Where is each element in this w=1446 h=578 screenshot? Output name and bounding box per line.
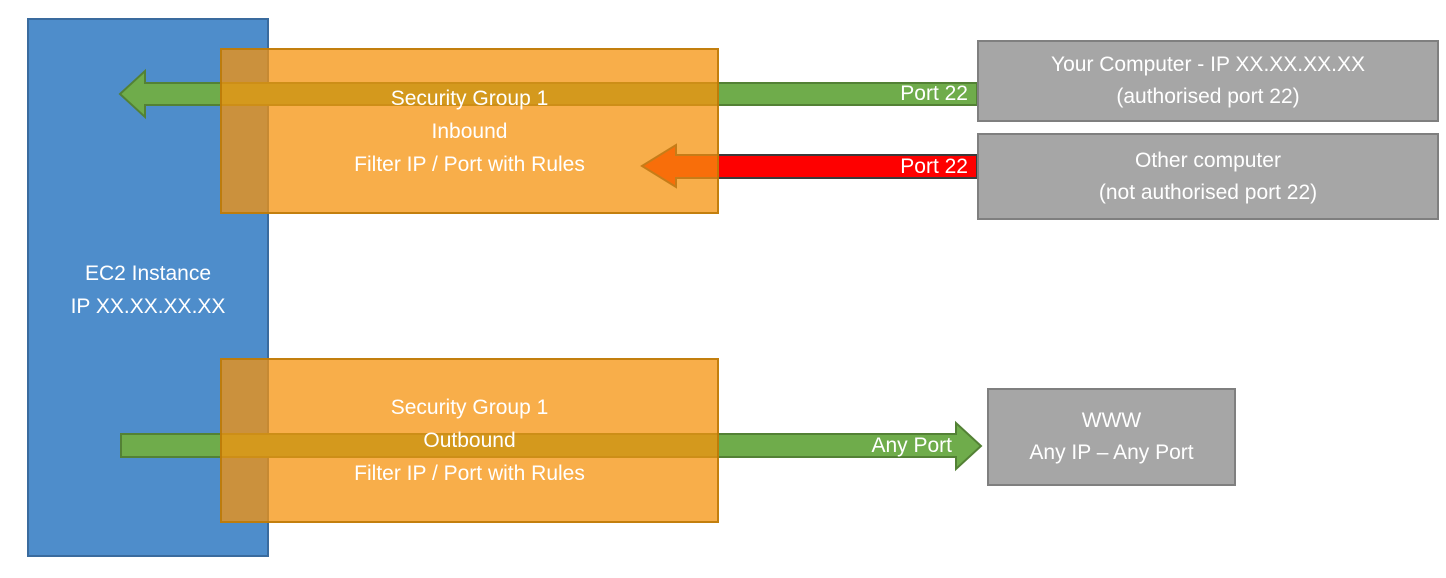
ec2-instance-label: EC2 Instance IP XX.XX.XX.XX	[29, 257, 267, 323]
ec2-instance-name: EC2 Instance	[84, 262, 212, 285]
security-group-inbound-box: Security Group 1 Inbound Filter IP / Por…	[220, 48, 719, 214]
other-computer-box: Other computer (not authorised port 22)	[977, 133, 1439, 220]
security-group-outbound-box: Security Group 1 Outbound Filter IP / Po…	[220, 358, 719, 523]
ec2-instance-ip: IP XX.XX.XX.XX	[70, 295, 226, 318]
security-group-outbound-direction: Outbound	[423, 429, 516, 452]
security-group-outbound-rule: Filter IP / Port with Rules	[354, 462, 585, 485]
other-computer-line2: (not authorised port 22)	[1098, 180, 1318, 204]
other-computer-line1: Other computer	[1135, 148, 1281, 172]
security-group-inbound-direction: Inbound	[431, 119, 508, 143]
security-group-inbound-rule: Filter IP / Port with Rules	[354, 152, 585, 176]
www-line1: WWW	[1081, 409, 1142, 432]
your-computer-line2: (authorised port 22)	[1116, 85, 1300, 108]
security-group-inbound-title: Security Group 1	[390, 86, 549, 110]
inbound-allowed-port-label: Port 22	[900, 82, 968, 105]
your-computer-line1: Your Computer - IP XX.XX.XX.XX	[1051, 53, 1365, 76]
www-line2: Any IP – Any Port	[1029, 441, 1194, 464]
inbound-blocked-port-label: Port 22	[900, 155, 968, 178]
security-group-outbound-title: Security Group 1	[390, 396, 549, 419]
outbound-port-label: Any Port	[871, 434, 952, 457]
your-computer-box: Your Computer - IP XX.XX.XX.XX (authoris…	[977, 40, 1439, 122]
www-box: WWW Any IP – Any Port	[987, 388, 1236, 486]
